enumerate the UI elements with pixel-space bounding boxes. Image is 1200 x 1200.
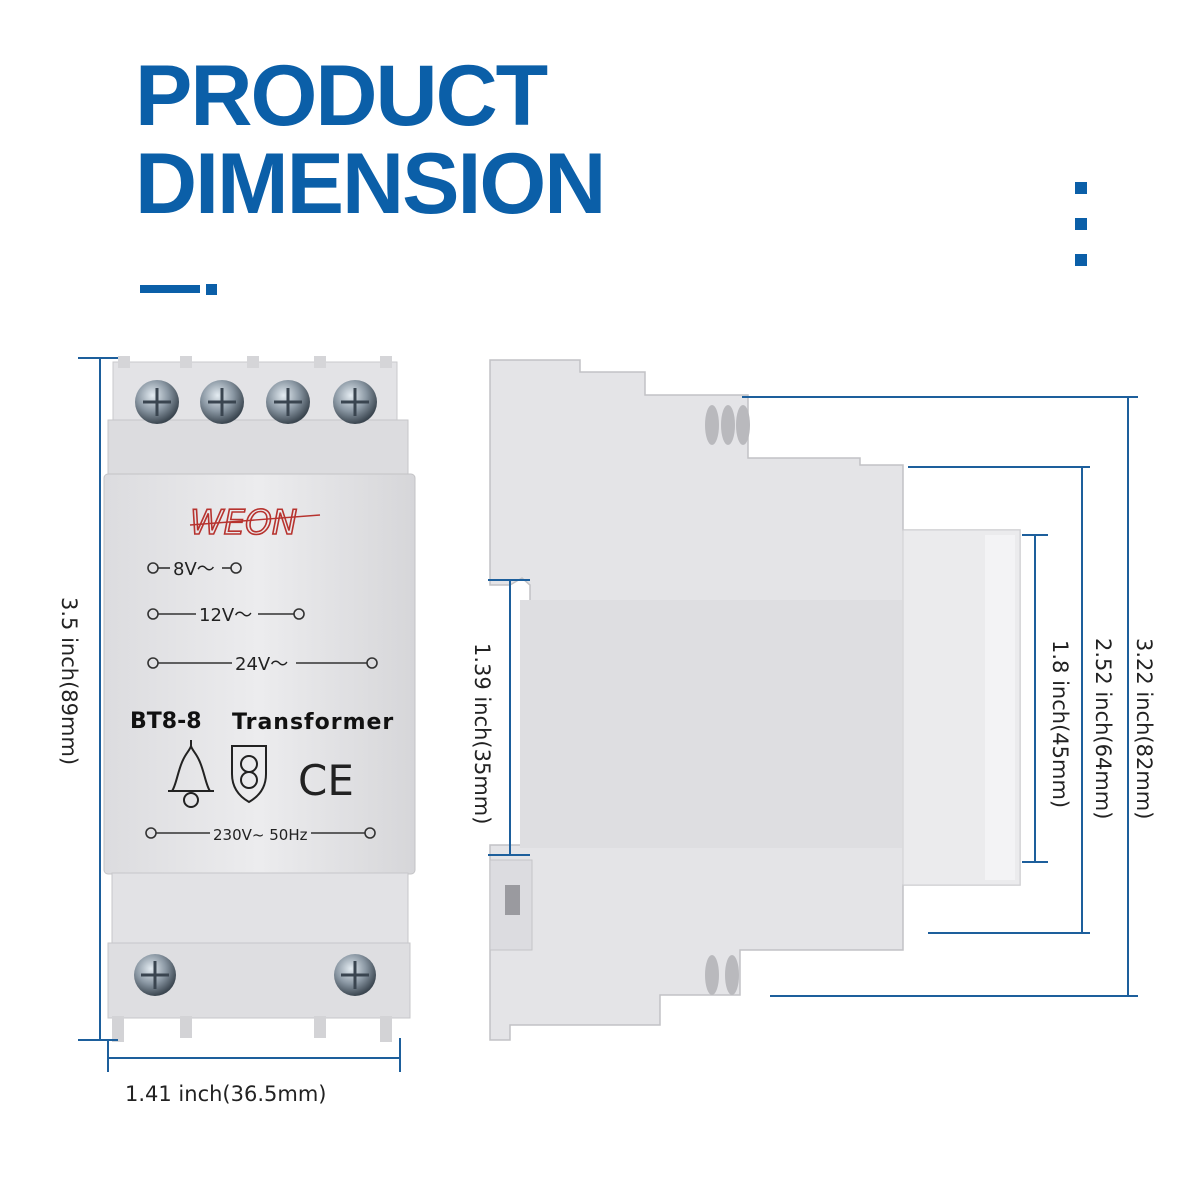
type-label: Transformer: [232, 710, 394, 735]
front-bottom-tab: [380, 1016, 392, 1042]
front-height-label: 3.5 inch(89mm): [57, 597, 81, 766]
output-12v-label: 12V～: [199, 605, 252, 626]
side-total-depth-label: 3.22 inch(82mm): [1132, 638, 1156, 820]
screw-slot: [141, 961, 169, 989]
side-wire-hole: [725, 955, 739, 995]
front-top-tab: [180, 356, 192, 368]
screw-slot: [208, 388, 236, 416]
front-top-tab: [380, 356, 392, 368]
front-top-tab: [247, 356, 259, 368]
terminal-circle: [293, 608, 305, 620]
screw-slot: [143, 388, 171, 416]
side-wire-hole: [721, 405, 735, 445]
screw-slot: [341, 961, 369, 989]
brand-logo: WEON: [190, 503, 297, 543]
screw-slot: [341, 388, 369, 416]
accent-dot-vertical-2: [1075, 218, 1087, 230]
page-title: PRODUCT DIMENSION: [135, 48, 606, 232]
model-label: BT8-8: [130, 709, 202, 734]
side-front-label-edge: [985, 535, 1015, 880]
side-rail-label: 1.39 inch(35mm): [470, 643, 494, 825]
front-width-label: 1.41 inch(36.5mm): [125, 1082, 327, 1106]
accent-dot: [206, 284, 217, 295]
dimension-lines: [78, 357, 1138, 1072]
front-bottom-tab: [314, 1016, 326, 1038]
accent-dash: [140, 285, 200, 293]
brand-logo-swoosh: [189, 514, 321, 526]
side-wire-hole: [705, 405, 719, 445]
screw-slot: [274, 388, 302, 416]
front-shoulder: [107, 419, 409, 481]
ce-mark-icon: CE: [298, 756, 354, 805]
front-top-screws: [135, 380, 377, 424]
front-lower-body: [111, 872, 409, 949]
bell-icon: [168, 740, 214, 808]
title-line-1: PRODUCT: [135, 48, 548, 144]
front-device: WEON 8V～ 12V～ 24V～ BT8-8 Transformer: [103, 356, 416, 1042]
accent-dot-vertical-1: [1075, 182, 1087, 194]
accent-dot-vertical-3: [1075, 254, 1087, 266]
title-line-2: DIMENSION: [135, 136, 606, 232]
front-top-tab: [118, 356, 130, 368]
side-wire-hole: [736, 405, 750, 445]
side-front-face-label: 1.8 inch(45mm): [1048, 640, 1072, 809]
side-din-clip-slot: [505, 885, 520, 915]
output-24v-label: 24V～: [235, 654, 288, 675]
front-bottom-tab: [112, 1016, 124, 1042]
side-wire-hole: [705, 955, 719, 995]
side-device: [489, 359, 1021, 1041]
terminal-circle: [230, 562, 242, 574]
side-mid-body-label: 2.52 inch(64mm): [1091, 638, 1115, 820]
front-bottom-tab: [180, 1016, 192, 1038]
output-8v-label: 8V～: [173, 559, 215, 580]
input-voltage-label: 230V~ 50Hz: [213, 826, 308, 844]
terminal-circle: [364, 827, 376, 839]
terminal-circle: [366, 657, 378, 669]
safety-transformer-icon: [231, 745, 267, 804]
front-top-tab: [314, 356, 326, 368]
side-main-face: [520, 600, 902, 848]
